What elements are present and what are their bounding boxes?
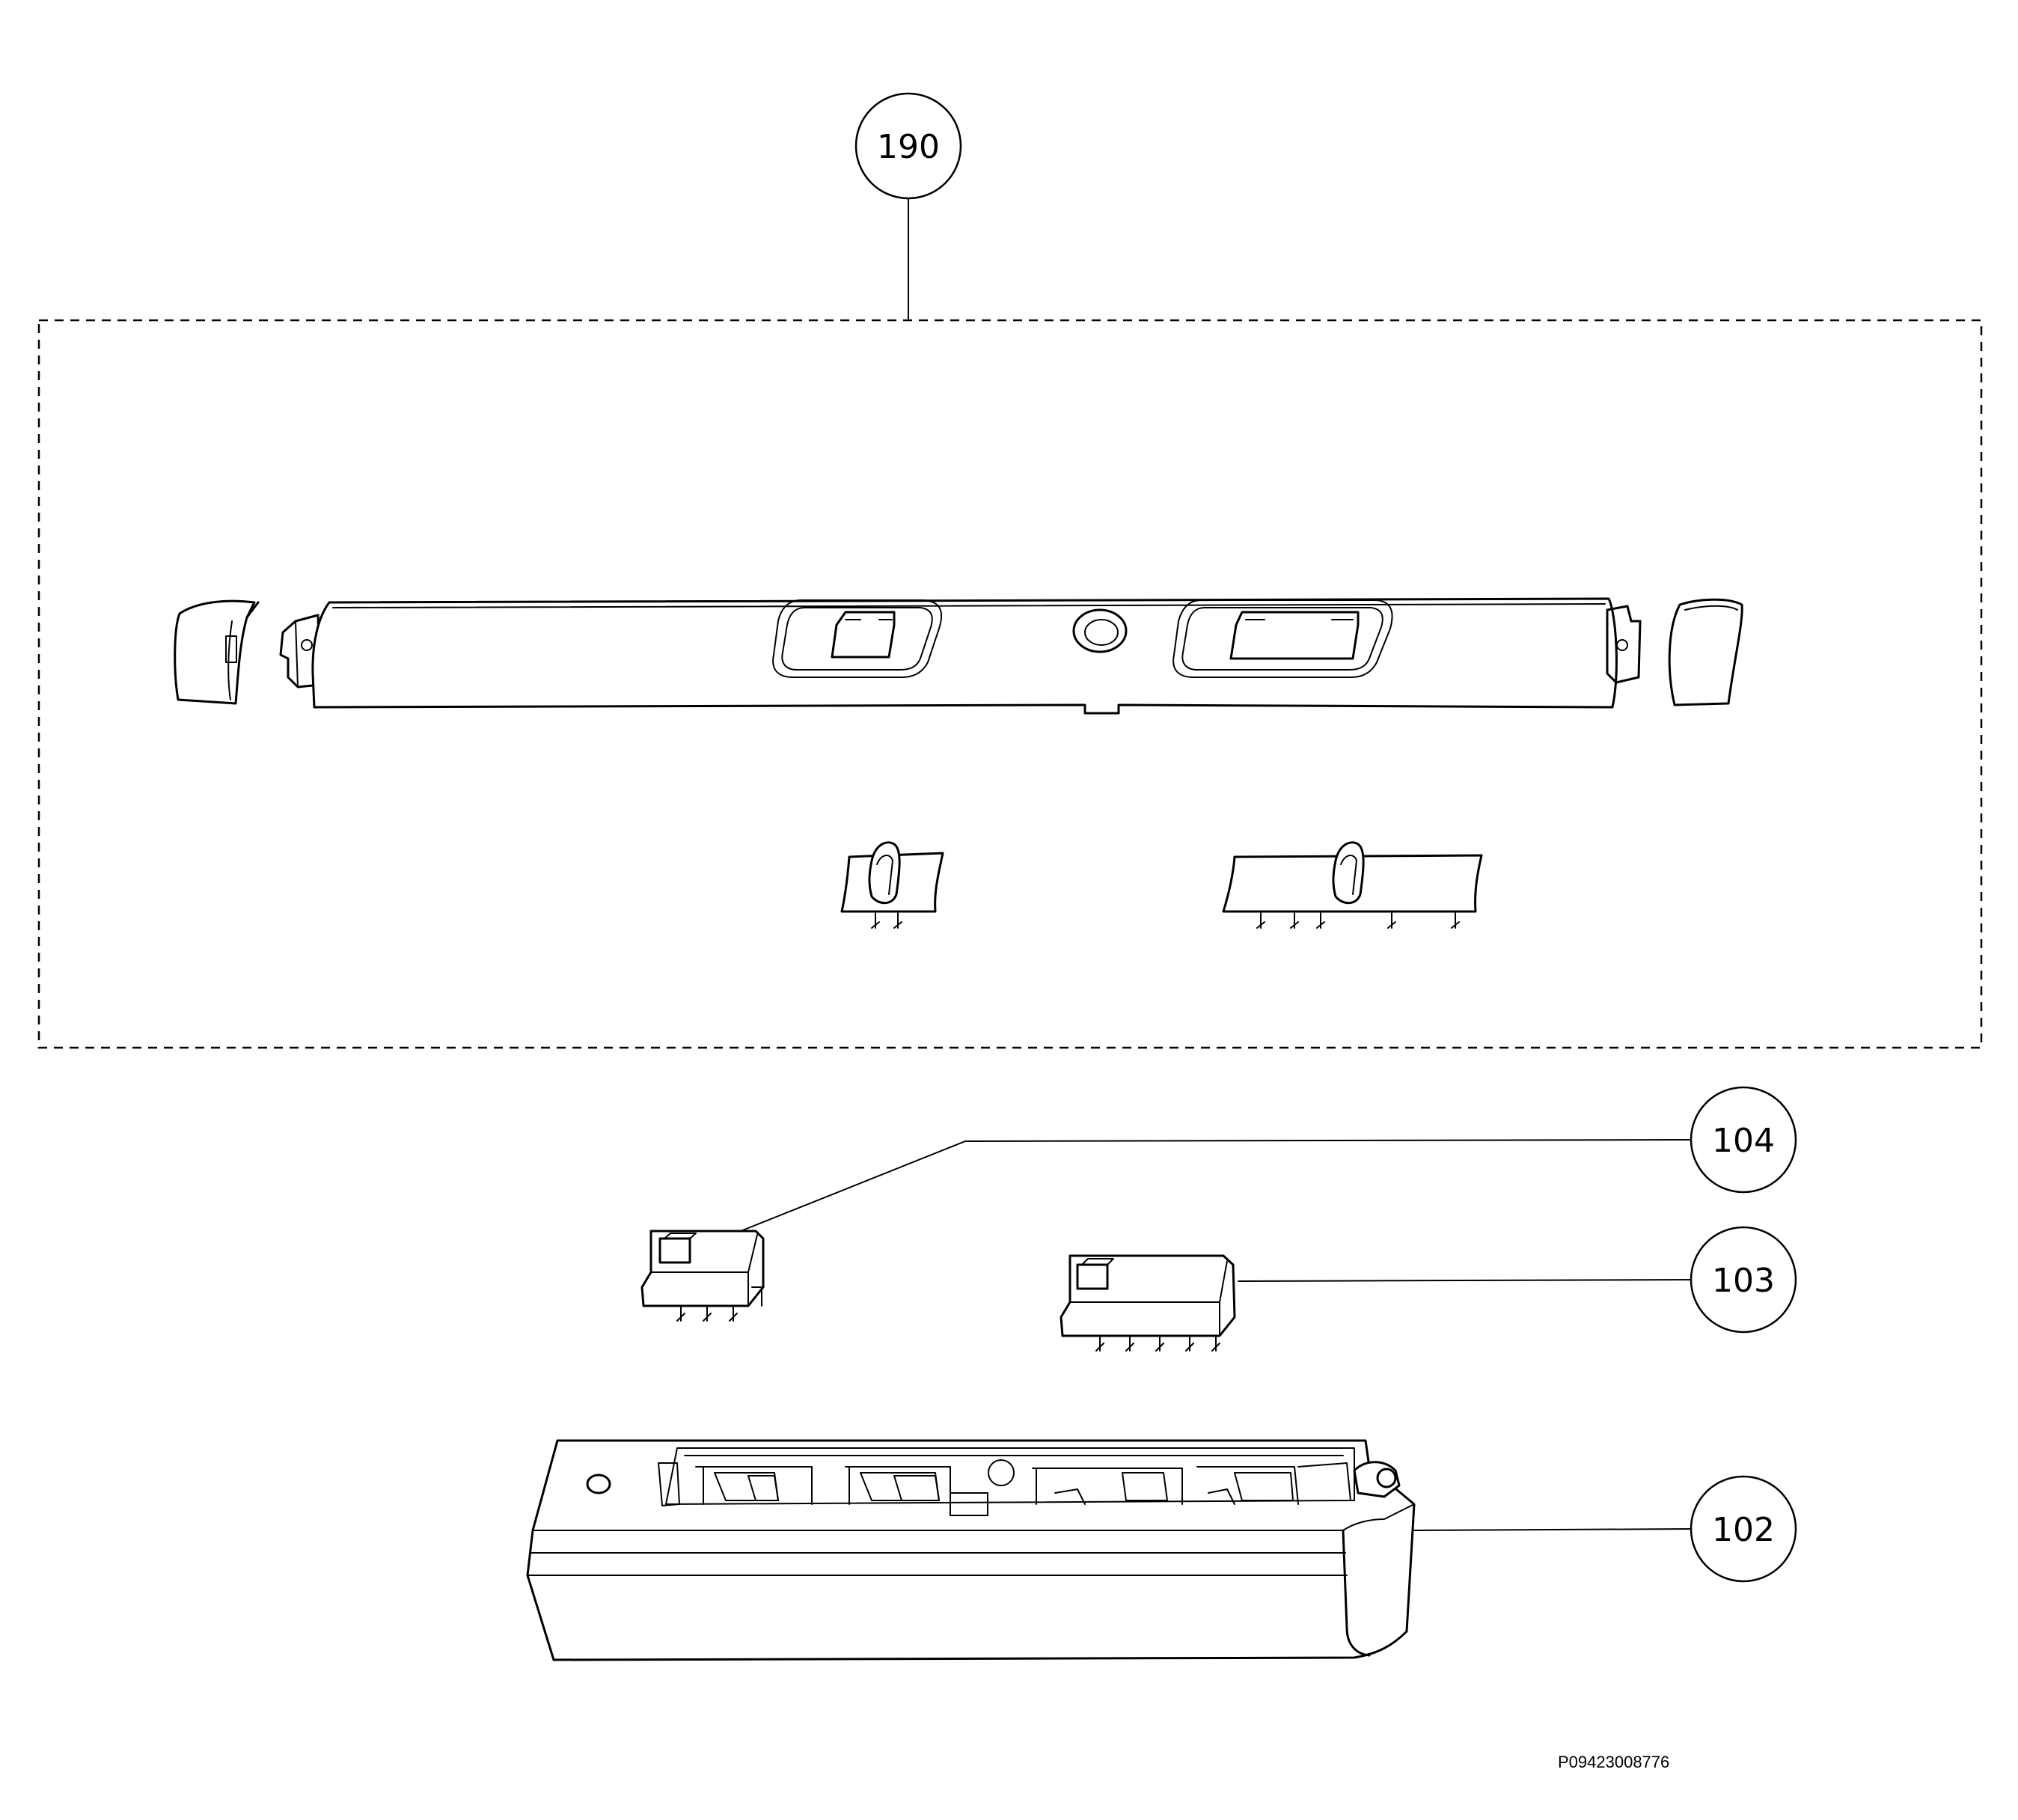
callout-circle-104 (1690, 1086, 1797, 1194)
right-end-cap (1668, 598, 1743, 706)
leader-line-102 (1413, 1528, 1696, 1531)
callout-label-190: 190 (877, 128, 940, 166)
callout-104[interactable]: 104 (1690, 1086, 1797, 1194)
slide-button-small (840, 841, 944, 929)
slide-button-large (1222, 841, 1483, 929)
handle-slot-right (1172, 599, 1393, 678)
callout-label-102: 102 (1712, 1511, 1775, 1549)
assembly-group-190: 190 (37, 92, 1983, 1049)
switch-104: 104 (640, 1086, 1797, 1322)
drawing-code: P09423008776 (1558, 1753, 1669, 1771)
leader-line-104 (964, 1139, 1696, 1142)
left-end-cap (174, 599, 260, 705)
housing-102: 102 (526, 1439, 1797, 1661)
callout-label-104: 104 (1712, 1122, 1775, 1160)
right-mount-bracket (1606, 605, 1642, 684)
callout-circle-190 (854, 92, 962, 200)
callout-circle-102 (1690, 1475, 1797, 1583)
callout-circle-103 (1690, 1226, 1797, 1334)
callout-label-103: 103 (1712, 1262, 1775, 1300)
callout-190[interactable]: 190 (854, 92, 962, 200)
handle-slot-left (772, 599, 943, 678)
callout-103[interactable]: 103 (1690, 1226, 1797, 1334)
leader-line-103 (1238, 1279, 1696, 1282)
callout-102[interactable]: 102 (1690, 1475, 1797, 1583)
center-round-button (1072, 608, 1128, 653)
handle-bar (311, 597, 1618, 715)
switch-103: 103 (1060, 1226, 1797, 1352)
